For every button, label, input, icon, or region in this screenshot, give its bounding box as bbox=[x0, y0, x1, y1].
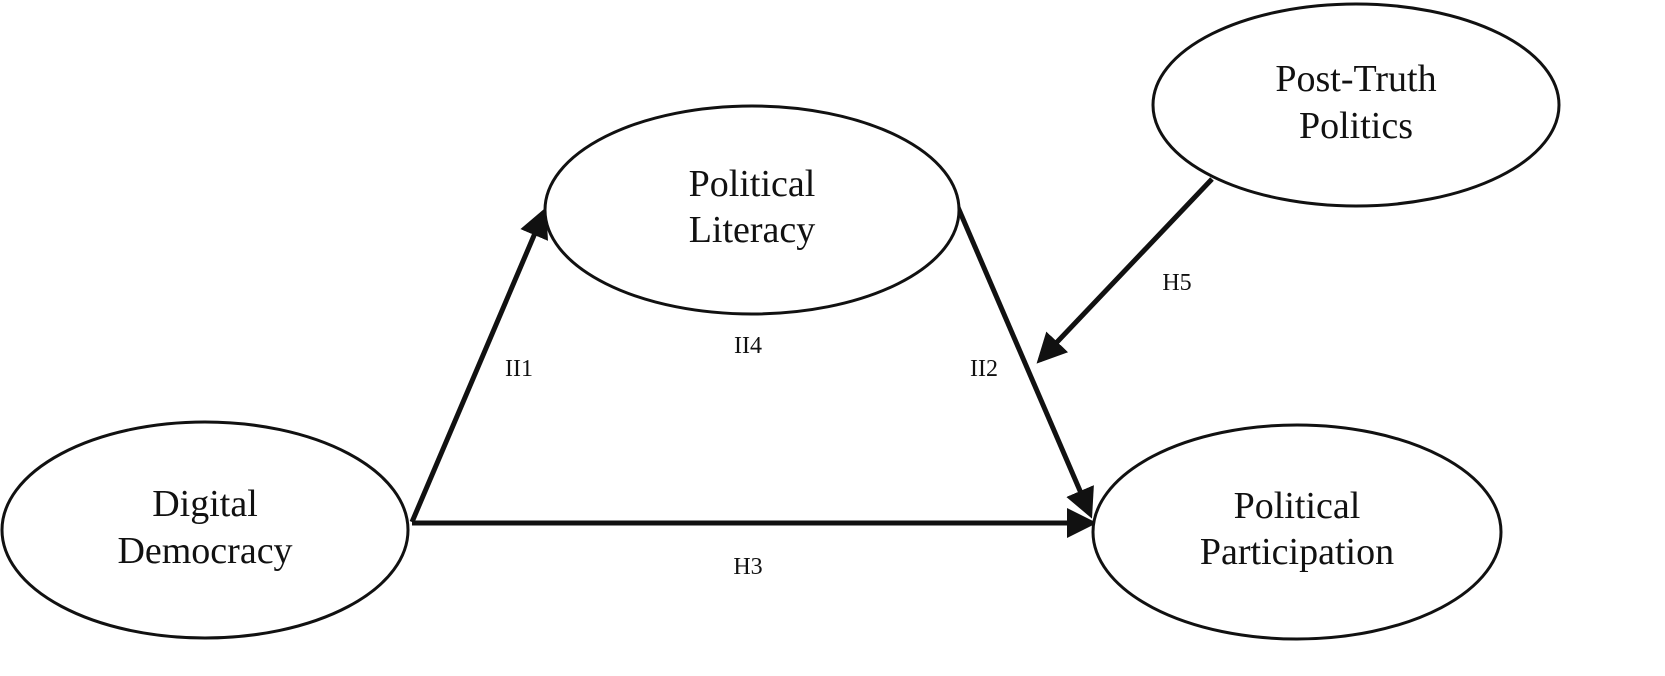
edge-label-h5: H5 bbox=[1162, 270, 1191, 296]
node-digital-democracy: Digital Democracy bbox=[0, 420, 410, 640]
node-post-truth-politics: Post-Truth Politics bbox=[1151, 2, 1561, 208]
edge-label-h2: II2 bbox=[970, 356, 998, 382]
node-digital-democracy-line2: Democracy bbox=[117, 530, 292, 572]
node-political-literacy-line2: Literacy bbox=[689, 209, 816, 251]
node-political-literacy: Political Literacy bbox=[543, 104, 961, 316]
node-digital-democracy-line1: Digital bbox=[152, 483, 258, 525]
node-political-participation-line1: Political bbox=[1234, 485, 1361, 527]
node-post-truth-politics-line2: Politics bbox=[1299, 105, 1413, 147]
node-political-participation-line2: Participation bbox=[1200, 531, 1394, 573]
edge-label-h1: II1 bbox=[505, 356, 533, 382]
node-post-truth-politics-line1: Post-Truth bbox=[1275, 58, 1436, 100]
edge-label-h3: H3 bbox=[733, 554, 762, 580]
node-political-literacy-line1: Political bbox=[689, 163, 816, 205]
edge-label-h4: II4 bbox=[734, 333, 762, 359]
edge-h1-arrow bbox=[409, 207, 549, 523]
edge-h5-arrow bbox=[1036, 177, 1214, 364]
edge-h2-arrow bbox=[954, 204, 1094, 519]
node-political-participation: Political Participation bbox=[1091, 423, 1503, 641]
